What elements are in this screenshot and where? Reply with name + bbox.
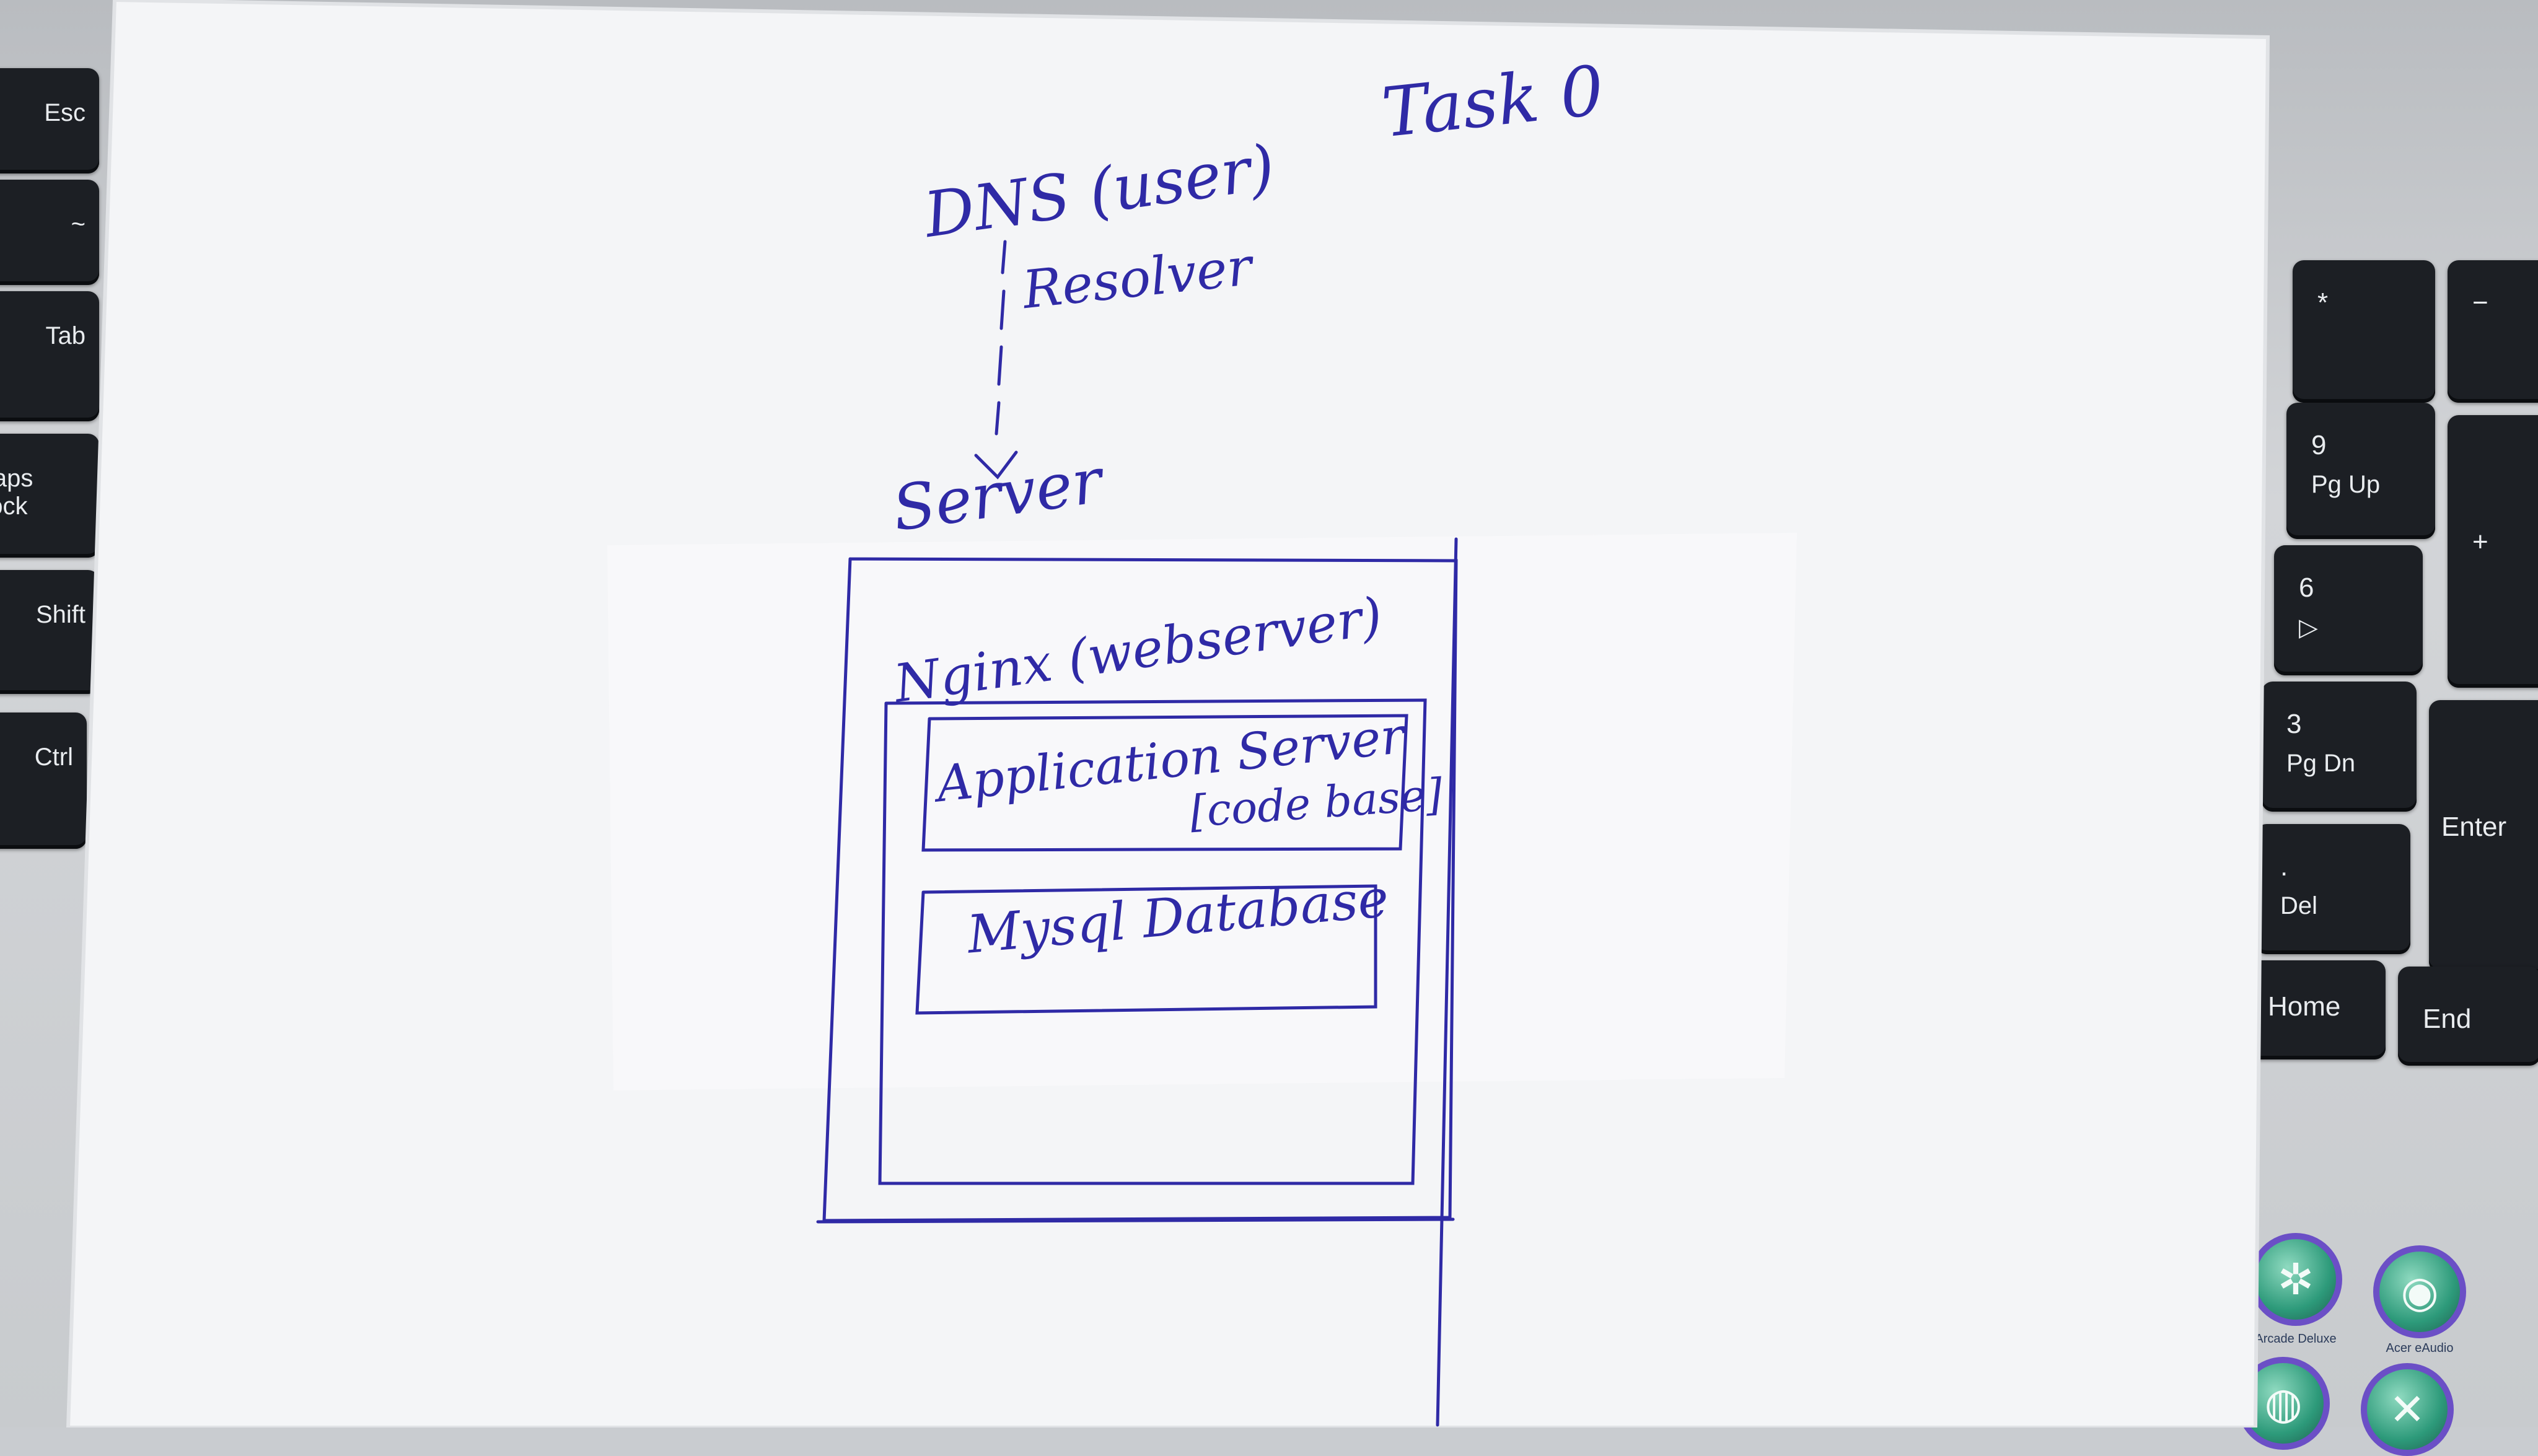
dashed-line-segment — [999, 289, 1006, 330]
key-numpad-del[interactable]: .Del — [2255, 824, 2410, 954]
key-end[interactable]: End — [2398, 967, 2538, 1066]
key-ctrl[interactable]: Ctrl — [0, 713, 87, 849]
app-label-arcade: Arcade Deluxe — [2255, 1332, 2337, 1346]
mysql-box — [915, 884, 1377, 1015]
dashed-line-segment — [997, 345, 1003, 386]
key-shift[interactable]: Shift — [0, 570, 99, 694]
app-label-eaudio: Acer eAudio — [2386, 1341, 2454, 1355]
key-numpad-plus[interactable]: + — [2448, 415, 2538, 688]
server-box — [822, 557, 1458, 1222]
app-server-box — [921, 714, 1408, 852]
dashed-line-segment — [995, 401, 1001, 436]
key-numpad-enter[interactable]: Enter — [2429, 700, 2538, 973]
dashed-line-segment — [1001, 240, 1007, 274]
key-tab[interactable]: Tab — [0, 291, 99, 421]
arrow-head — [974, 450, 1018, 480]
arcade-deluxe-icon[interactable]: ✲ — [2249, 1233, 2342, 1326]
server-box-extension — [1436, 537, 1458, 1427]
key-numpad-6[interactable]: 6▷ — [2274, 545, 2423, 675]
key-numpad-asterisk[interactable]: * — [2293, 260, 2435, 403]
key-tilde[interactable]: ~ — [0, 180, 99, 285]
key-home[interactable]: Home — [2243, 960, 2386, 1059]
key-esc[interactable]: Esc — [0, 68, 99, 173]
acer-eaudio-icon[interactable]: ◉ — [2373, 1245, 2466, 1338]
key-caps-lock[interactable]: Caps Lock — [0, 434, 99, 558]
key-numpad-minus[interactable]: − — [2448, 260, 2538, 403]
nginx-box — [878, 698, 1427, 1185]
